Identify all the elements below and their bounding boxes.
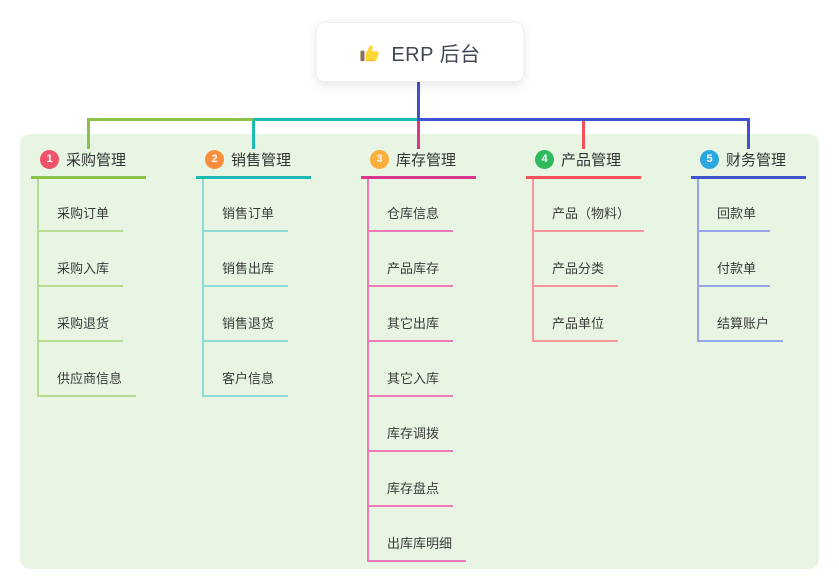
child-node[interactable]: 产品单位 — [532, 316, 619, 342]
branch-spine — [697, 176, 699, 341]
child-node[interactable]: 库存调拨 — [367, 426, 454, 452]
branch-spine — [367, 176, 369, 561]
branch-title-label: 产品管理 — [561, 152, 622, 169]
connector-bus-middle — [253, 118, 419, 121]
child-node[interactable]: 库存盘点 — [367, 481, 454, 507]
connector-bus-left — [87, 118, 253, 121]
child-node[interactable]: 销售订单 — [202, 206, 289, 232]
branch-drop-line — [252, 118, 255, 149]
branch-number-badge: 2 — [205, 150, 224, 169]
branch-number-badge: 5 — [700, 150, 719, 169]
connector-bus-right — [419, 118, 750, 121]
branch-title-label: 采购管理 — [66, 152, 127, 169]
child-node[interactable]: 结算账户 — [697, 316, 784, 342]
child-node[interactable]: 销售退货 — [202, 316, 289, 342]
child-node[interactable]: 付款单 — [697, 261, 771, 287]
child-node[interactable]: 采购退货 — [37, 316, 124, 342]
branch-drop-line — [417, 118, 420, 149]
child-node[interactable]: 采购订单 — [37, 206, 124, 232]
root-connector-line — [417, 80, 420, 121]
child-node[interactable]: 产品（物料） — [532, 206, 645, 232]
branch-node-5[interactable]: 5 财务管理 — [691, 149, 806, 179]
child-node[interactable]: 产品库存 — [367, 261, 454, 287]
mindmap-background-panel — [20, 134, 819, 569]
branch-title-label: 库存管理 — [396, 152, 457, 169]
branch-drop-line — [582, 118, 585, 149]
branch-spine — [532, 176, 534, 341]
child-node[interactable]: 其它入库 — [367, 371, 454, 397]
root-node[interactable]: ERP 后台 — [316, 22, 524, 82]
branch-node-2[interactable]: 2 销售管理 — [196, 149, 311, 179]
child-node[interactable]: 供应商信息 — [37, 371, 137, 397]
child-node[interactable]: 仓库信息 — [367, 206, 454, 232]
branch-node-4[interactable]: 4 产品管理 — [526, 149, 641, 179]
branch-number-badge: 4 — [535, 150, 554, 169]
child-node[interactable]: 产品分类 — [532, 261, 619, 287]
child-node[interactable]: 出库库明细 — [367, 536, 467, 562]
thumbs-up-icon — [359, 41, 382, 64]
branch-node-1[interactable]: 1 采购管理 — [31, 149, 146, 179]
child-node[interactable]: 采购入库 — [37, 261, 124, 287]
branch-node-3[interactable]: 3 库存管理 — [361, 149, 476, 179]
branch-drop-line — [87, 118, 90, 149]
branch-number-badge: 1 — [40, 150, 59, 169]
branch-title-label: 财务管理 — [726, 152, 787, 169]
child-node[interactable]: 回款单 — [697, 206, 771, 232]
branch-number-badge: 3 — [370, 150, 389, 169]
branch-drop-line — [747, 118, 750, 149]
child-node[interactable]: 客户信息 — [202, 371, 289, 397]
branch-title-label: 销售管理 — [231, 152, 292, 169]
child-node[interactable]: 其它出库 — [367, 316, 454, 342]
child-node[interactable]: 销售出库 — [202, 261, 289, 287]
root-node-label: ERP 后台 — [391, 43, 481, 66]
